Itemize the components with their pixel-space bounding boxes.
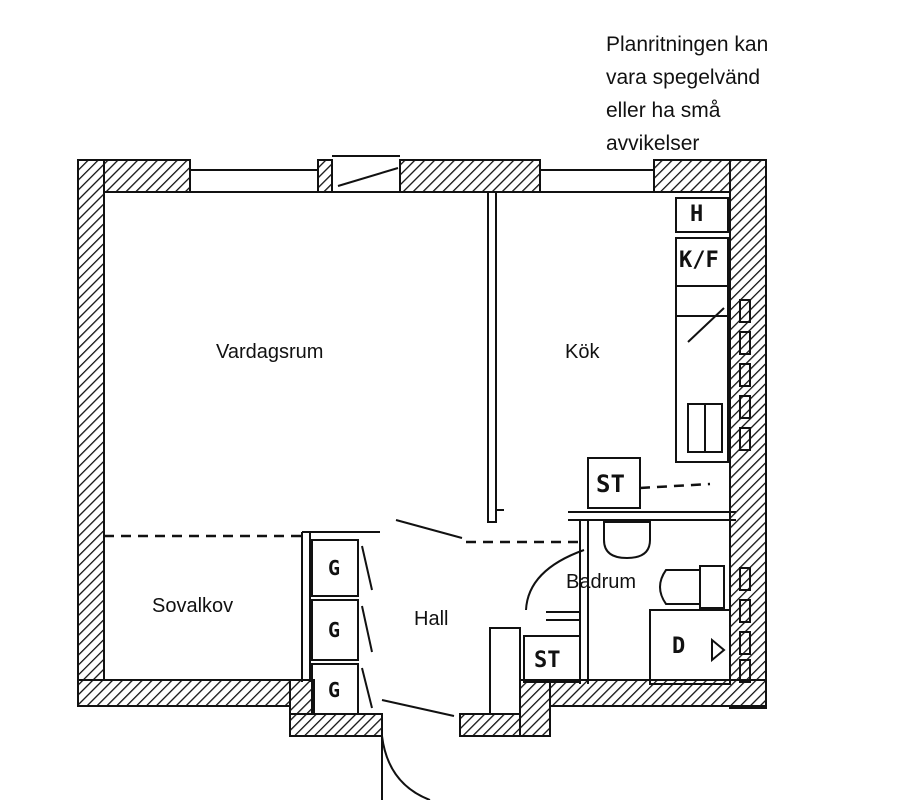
note-line-1: Planritningen kan: [606, 33, 769, 56]
windows: [190, 155, 654, 193]
d-cabinet: [649, 609, 731, 685]
wall-top-mid-a: [317, 159, 333, 193]
bathroom-fixtures: [523, 521, 751, 685]
kitchen-fixtures: [587, 197, 751, 509]
room-label-badrum: Badrum: [566, 571, 637, 593]
interior-walls: [301, 191, 736, 715]
h-cabinet: [675, 197, 729, 233]
entry-door-swing: [381, 735, 431, 800]
room-label-hall: Hall: [414, 608, 449, 630]
symbol-st-kitchen: ST: [596, 470, 625, 498]
entry-door-leaf: [381, 699, 455, 717]
symbol-kf: K/F: [679, 248, 719, 273]
room-label-sovalkov: Sovalkov: [152, 595, 234, 617]
note-line-4: avvikelser: [606, 132, 700, 155]
note-line-2: vara spegelvänd: [606, 66, 761, 89]
wall-right: [729, 159, 767, 709]
room-label-kok: Kök: [565, 341, 600, 363]
dashed-lines: [104, 482, 711, 544]
symbol-st-hall: ST: [534, 648, 561, 673]
symbol-h: H: [690, 202, 704, 227]
symbol-g-2: G: [328, 618, 341, 642]
exterior-walls: [77, 159, 767, 737]
st-cabinet-hall: [523, 635, 581, 683]
toilet: [659, 569, 701, 605]
wall-entry-bottom-a: [289, 713, 383, 737]
bathroom-door-swing: [525, 549, 585, 611]
symbol-d: D: [672, 634, 686, 659]
st-cabinet-kitchen: [587, 457, 641, 509]
symbol-g-1: G: [328, 556, 341, 580]
room-label-vardagsrum: Vardagsrum: [216, 341, 324, 363]
washbasin: [603, 521, 651, 560]
counter: [675, 285, 729, 463]
wardrobes: [311, 539, 373, 715]
wall-top-mid-b: [399, 159, 541, 193]
hall-door-leaf: [395, 519, 463, 539]
wall-bottom-left: [77, 679, 305, 707]
symbol-g-3: G: [328, 678, 341, 702]
note-line-3: eller ha små: [606, 99, 721, 122]
wall-entry-right: [519, 679, 551, 737]
doors: [381, 519, 463, 800]
wall-left: [77, 159, 105, 707]
disclaimer-note: Planritningen kan vara spegelvänd eller …: [606, 28, 768, 160]
